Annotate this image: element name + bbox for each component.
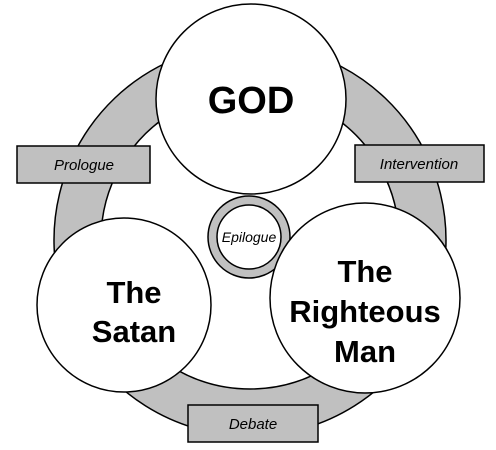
god-circle: [155, 3, 347, 195]
righteous-man-label-line1: The: [337, 254, 392, 289]
debate-label: Debate: [229, 416, 277, 433]
epilogue-label: Epilogue: [222, 229, 277, 245]
god-label: GOD: [208, 80, 295, 122]
intervention-box: [354, 144, 485, 183]
righteous-man-circle: [269, 202, 461, 394]
prologue-label: Prologue: [54, 157, 114, 174]
debate-box: [187, 404, 319, 443]
righteous-man-label-line3: Man: [334, 334, 396, 369]
intervention-label: Intervention: [380, 156, 458, 173]
satan-circle: [36, 217, 212, 393]
satan-label-line1: The: [106, 275, 161, 310]
satan-label-line2: Satan: [92, 314, 176, 349]
prologue-box: [16, 145, 151, 184]
epilogue-inner-circle: [216, 204, 282, 270]
righteous-man-label-line2: Righteous: [289, 294, 441, 329]
